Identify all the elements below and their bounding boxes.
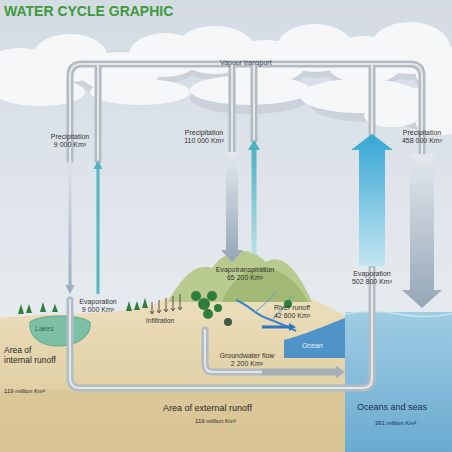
small-arrow xyxy=(171,296,175,311)
area-name: Oceans and seas xyxy=(357,402,427,412)
cloud xyxy=(90,79,190,105)
flow-arrow xyxy=(248,140,260,254)
area-name: Area of external runoff xyxy=(163,403,252,413)
band-label: Vapour transport xyxy=(220,59,272,67)
flow-label: Evaporation 9 000 Km³ xyxy=(78,298,118,314)
process-label: Infiltration xyxy=(146,317,174,324)
small-arrow xyxy=(157,300,161,313)
bush xyxy=(214,304,222,312)
tree xyxy=(142,298,148,308)
flow-arrow xyxy=(94,160,103,294)
area-size: 361 million Km² xyxy=(375,420,416,427)
bush xyxy=(191,291,201,301)
small-arrow xyxy=(178,294,182,310)
area-name: Area of internal runoff xyxy=(4,346,59,366)
runoff-area: Area of internal runoff 119 million Km² La… xyxy=(0,300,140,406)
sea-area: Oceans and seas 361 million Km² xyxy=(345,312,452,452)
lake xyxy=(30,316,90,346)
trees xyxy=(18,291,292,326)
tree xyxy=(52,304,58,312)
ocean-label: Ocean xyxy=(302,342,323,350)
tree xyxy=(126,301,132,311)
flow-label: Groundwater flow 2 200 Km³ xyxy=(218,352,276,368)
lake-label: Lakes xyxy=(35,325,54,333)
vapour-band: Vapour transport xyxy=(0,24,452,104)
infiltration-marks xyxy=(150,294,182,314)
tree xyxy=(40,302,46,312)
soil-layer xyxy=(0,388,345,452)
tree xyxy=(26,304,32,313)
runoff-area: Area of external runoff 119 million Km² xyxy=(140,262,262,440)
sea xyxy=(345,312,452,452)
flow-label: Precipitation 458 000 Km³ xyxy=(400,129,444,145)
flow-label: River runoff 42 600 Km³ xyxy=(272,304,312,320)
ocean-strip xyxy=(284,318,345,358)
runoff-pipes xyxy=(70,268,372,388)
small-arrow xyxy=(164,298,168,312)
area-size: 119 million Km² xyxy=(4,388,45,395)
diagram-title: WATER CYCLE GRAPHIC xyxy=(4,3,173,19)
flow-arrow xyxy=(351,134,393,266)
small-arrow xyxy=(150,302,154,314)
pipe xyxy=(70,268,372,388)
flow-arrow xyxy=(262,323,296,331)
flow-label: Precipitation 110 000 Km³ xyxy=(182,129,226,145)
flow-arrow xyxy=(66,160,75,294)
flow-arrow xyxy=(262,366,345,379)
bush xyxy=(203,309,213,319)
lake-body: Lakes xyxy=(28,316,90,346)
bush xyxy=(207,291,217,301)
flow-arrow xyxy=(402,154,442,308)
ocean-strip: Ocean xyxy=(296,330,346,358)
hill xyxy=(168,251,312,302)
bush xyxy=(198,298,210,310)
flow-label: Evapotranspiration 65 200 Km³ xyxy=(212,266,278,282)
land xyxy=(0,290,345,452)
cloud xyxy=(190,75,310,105)
wave xyxy=(345,312,452,317)
tree xyxy=(134,301,140,310)
area-size: 119 million Km² xyxy=(195,418,236,425)
tree xyxy=(18,304,24,314)
bush xyxy=(224,318,232,326)
flow-arrow xyxy=(221,152,243,262)
flow-label: Precipitation 9 000 Km³ xyxy=(50,133,90,149)
flow-label: Evaporation 502 800 Km³ xyxy=(350,270,394,286)
pipe-highlight xyxy=(70,268,372,388)
